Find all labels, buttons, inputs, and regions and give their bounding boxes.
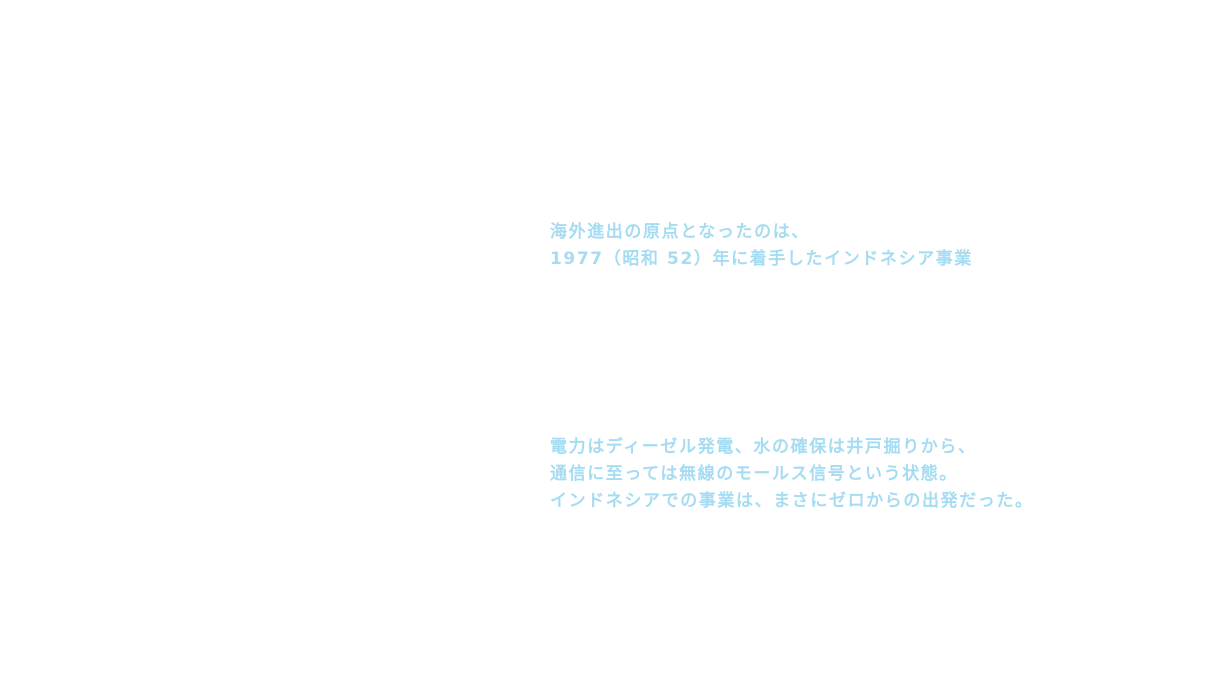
intro-line-2: 1977（昭和 52）年に着手したインドネシア事業 [550,249,973,269]
intro-text-block: 海外進出の原点となったのは、 1977（昭和 52）年に着手したインドネシア事業 [550,219,973,273]
detail-line-3: インドネシアでの事業は、まさにゼロからの出発だった。 [550,491,1034,511]
detail-line-1: 電力はディーゼル発電、水の確保は井戸掘りから、 [550,437,977,457]
detail-text-block: 電力はディーゼル発電、水の確保は井戸掘りから、 通信に至っては無線のモールス信号… [550,434,1034,515]
intro-line-1: 海外進出の原点となったのは、 [550,222,810,242]
detail-line-2: 通信に至っては無線のモールス信号という状態。 [550,464,959,484]
